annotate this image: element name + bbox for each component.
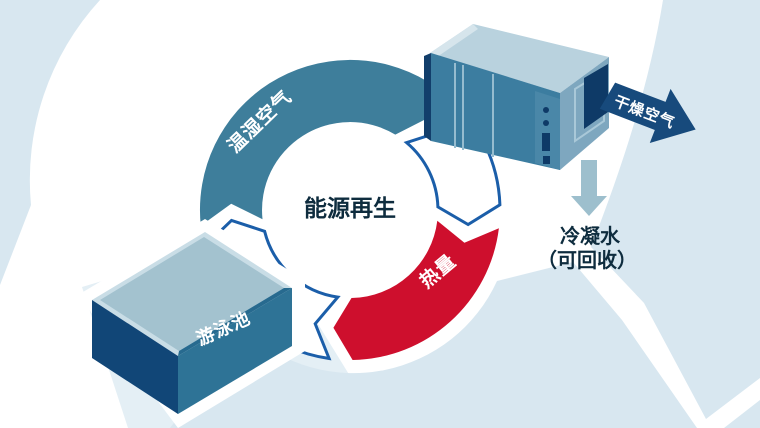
machine-button <box>543 107 549 113</box>
segment-heat <box>333 220 499 360</box>
pool-water <box>100 237 284 351</box>
swimming-pool: 游泳池 <box>78 219 305 428</box>
machine-vent-screen <box>584 64 608 129</box>
condensate-label-line1: 冷凝水 <box>560 224 621 248</box>
dehumidifier-machine <box>424 24 609 170</box>
condensate-arrow-head <box>571 196 607 216</box>
machine-control-strip <box>535 91 560 170</box>
condensate-group: 冷凝水 （可回收） <box>537 160 637 272</box>
machine-top-face <box>430 24 609 93</box>
machine-display-slot <box>542 133 550 151</box>
pool-front-face <box>178 288 292 414</box>
condensate-label-line2: （可回收） <box>537 248 637 272</box>
background-corner-blue <box>724 400 760 428</box>
machine-left-edge <box>424 53 431 141</box>
segment-warm-humid-air <box>199 59 428 226</box>
pool-left-face <box>92 300 178 414</box>
machine-switch <box>543 156 550 164</box>
machine-top-bevel <box>430 24 478 57</box>
condensate-arrow-shaft <box>581 160 597 196</box>
background-right-blue <box>591 0 760 419</box>
machine-button <box>543 120 549 126</box>
center-label: 能源再生 <box>304 195 396 222</box>
background-bottom-blue <box>170 262 697 428</box>
background-topleft-blue <box>0 0 100 285</box>
dry-air-arrow-shape <box>599 82 696 144</box>
